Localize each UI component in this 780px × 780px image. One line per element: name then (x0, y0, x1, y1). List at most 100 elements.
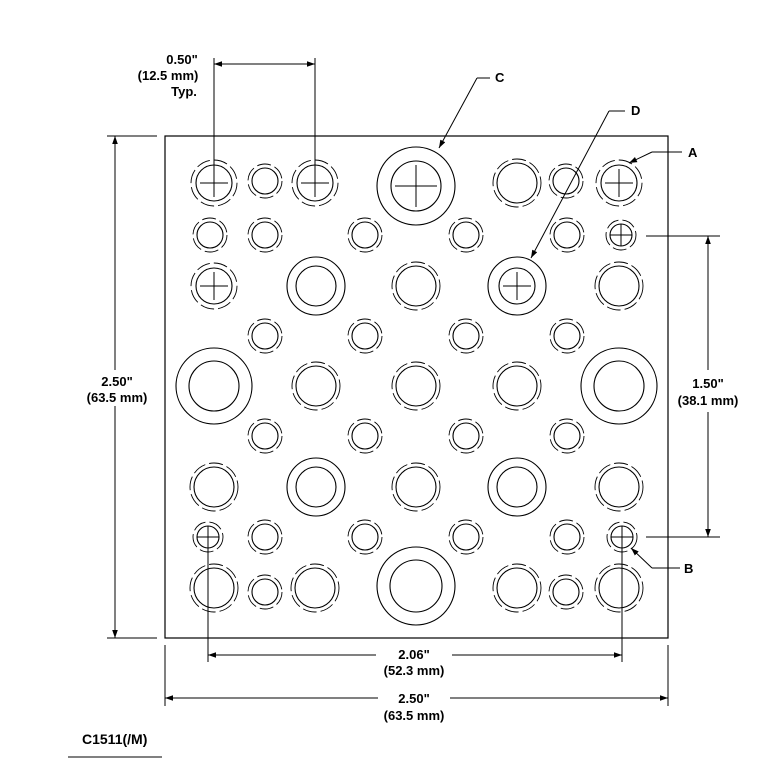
small-hole (549, 217, 585, 253)
counterbore-tapped-hole (487, 256, 547, 316)
hole-clearance (347, 318, 383, 354)
counterbore-inner (295, 466, 337, 508)
dimension-hole-spacing (213, 58, 316, 185)
hole-bore (553, 523, 581, 551)
callout-c-label: C (495, 70, 505, 85)
hole-clearance (347, 418, 383, 454)
counterbore-outer (286, 256, 346, 316)
small-hole (247, 574, 283, 610)
counterbore-outer (487, 457, 547, 517)
hole-bore (598, 567, 640, 609)
small-hole (549, 519, 585, 555)
small-hole (549, 418, 585, 454)
counterbore-tapped-hole (376, 146, 456, 226)
hole-clearance (549, 418, 585, 454)
counterbore-outer (487, 256, 547, 316)
hole-clearance (448, 418, 484, 454)
small-hole (247, 418, 283, 454)
tapped-hole (595, 159, 643, 207)
hole-bore (496, 567, 538, 609)
small-hole (247, 318, 283, 354)
thread-cross-mark (605, 169, 633, 197)
small-hole (448, 519, 484, 555)
hole-clearance (247, 574, 283, 610)
hole-bore (251, 523, 279, 551)
plate-height-metric: (63.5 mm) (87, 390, 148, 405)
hole-clearance (594, 462, 644, 512)
medium-hole (492, 361, 542, 411)
thread-cross-mark (200, 272, 228, 300)
hole-bore (496, 365, 538, 407)
hole-bore (351, 322, 379, 350)
counterbore-inner (496, 466, 538, 508)
hole-clearance (247, 519, 283, 555)
medium-hole (492, 563, 542, 613)
counterbore-inner (188, 360, 240, 412)
large-counterbore-hole (175, 347, 253, 425)
hole-clearance (189, 563, 239, 613)
hole-clearance (192, 217, 228, 253)
small-hole (247, 217, 283, 253)
callout-d-label: D (631, 103, 640, 118)
small-hole (549, 318, 585, 354)
counterbore-outer (376, 146, 456, 226)
hole-clearance (391, 462, 441, 512)
hole-clearance (347, 519, 383, 555)
mount-spacing-horizontal-metric: (52.3 mm) (384, 663, 445, 678)
thread-cross-mark (610, 224, 632, 246)
counterbore-inner (593, 360, 645, 412)
hole-clearance (492, 361, 542, 411)
counterbore-hole (286, 256, 346, 316)
hole-bore (395, 466, 437, 508)
hole-bore (496, 162, 538, 204)
counterbore-outer (580, 347, 658, 425)
hole-clearance (594, 563, 644, 613)
hole-bore (395, 265, 437, 307)
small-hole (347, 217, 383, 253)
small-hole (247, 163, 283, 199)
thread-cross-mark (503, 272, 531, 300)
plate-width-imperial: 2.50" (398, 691, 429, 706)
large-counterbore-hole (580, 347, 658, 425)
medium-hole (492, 158, 542, 208)
hole-bore (553, 422, 581, 450)
hole-clearance (448, 217, 484, 253)
hole-bore (452, 221, 480, 249)
medium-hole (391, 361, 441, 411)
mount-spacing-horizontal-imperial: 2.06" (398, 647, 429, 662)
small-hole (548, 163, 584, 199)
hole-clearance (448, 318, 484, 354)
hole-bore (251, 578, 279, 606)
dimension-mount-spacing-vertical (646, 235, 720, 538)
hole-bore (452, 523, 480, 551)
small-hole (548, 574, 584, 610)
hole-clearance (448, 519, 484, 555)
hole-bore (351, 523, 379, 551)
callout-a-label: A (688, 145, 698, 160)
counterbore-inner (295, 265, 337, 307)
hole-clearance (291, 159, 339, 207)
medium-hole (391, 462, 441, 512)
mount-spacing-vertical-imperial: 1.50" (692, 376, 723, 391)
hole-clearance (492, 158, 542, 208)
hole-bore (196, 221, 224, 249)
hole-bore (295, 365, 337, 407)
small-hole (448, 418, 484, 454)
hole-spacing-note: Typ. (171, 84, 197, 99)
medium-hole (391, 261, 441, 311)
counterbore-outer (376, 546, 456, 626)
hole-bore (251, 221, 279, 249)
mount-spacing-vertical-metric: (38.1 mm) (678, 393, 739, 408)
hole-bore (553, 221, 581, 249)
hole-bore (193, 466, 235, 508)
counterbore-hole (286, 457, 346, 517)
hole-bore (251, 322, 279, 350)
plate-height-imperial: 2.50" (101, 374, 132, 389)
hole-clearance (549, 519, 585, 555)
medium-hole (594, 261, 644, 311)
hole-clearance (347, 217, 383, 253)
hole-bore (251, 422, 279, 450)
medium-hole (290, 563, 340, 613)
thread-cross-mark (395, 165, 437, 207)
